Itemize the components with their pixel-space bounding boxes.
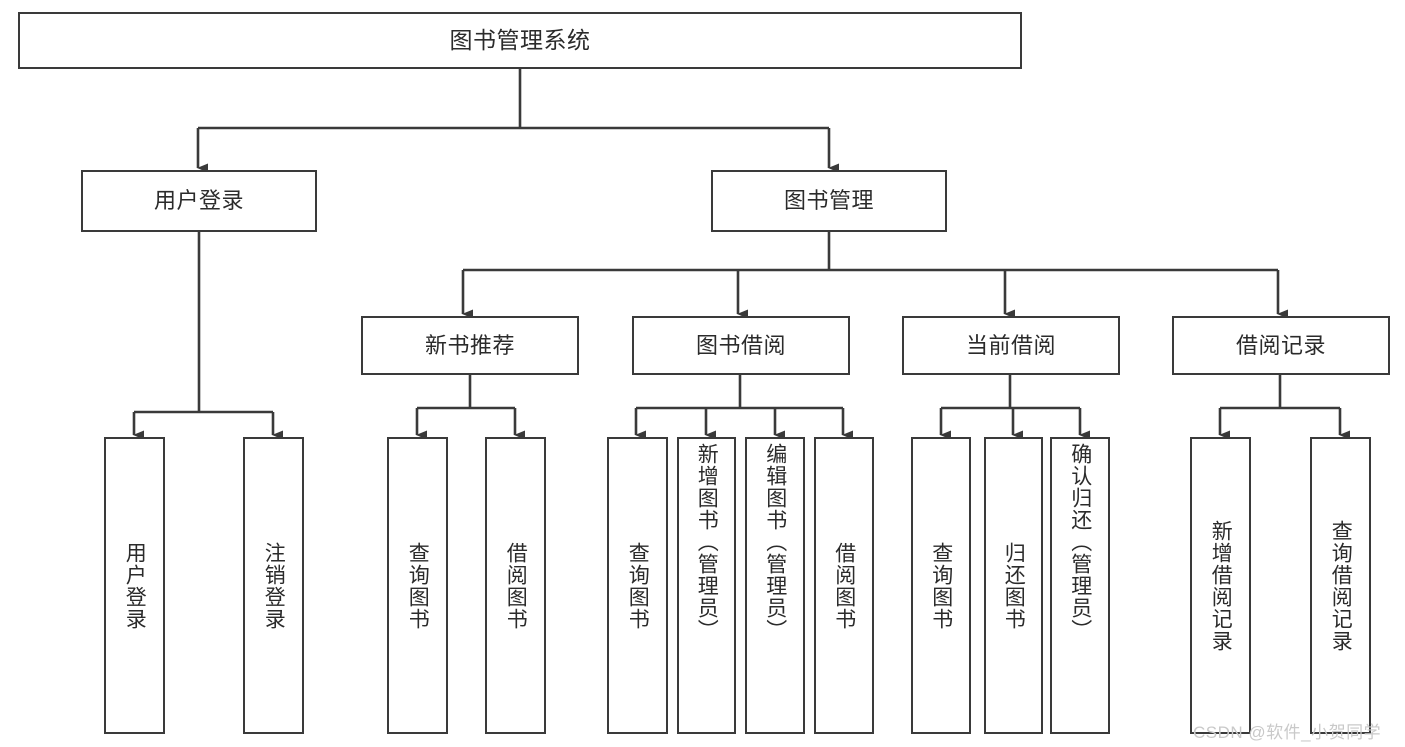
node-label: 借阅图书 bbox=[504, 541, 528, 630]
node-label: 归还图书 bbox=[1002, 541, 1026, 630]
node-label: 图书管理系统 bbox=[449, 27, 591, 53]
node-leaf-8[interactable]: 查询图书 bbox=[911, 437, 971, 734]
node-label: 注销登录 bbox=[262, 541, 286, 630]
node-label: 借阅图书 bbox=[832, 541, 856, 630]
node-leaf-2[interactable]: 查询图书 bbox=[387, 437, 448, 734]
node-level2-0[interactable]: 新书推荐 bbox=[361, 316, 579, 375]
node-label: 当前借阅 bbox=[965, 332, 1056, 358]
node-leaf-4[interactable]: 查询图书 bbox=[607, 437, 668, 734]
node-leaf-0[interactable]: 用户登录 bbox=[104, 437, 165, 734]
node-leaf-6[interactable]: 编辑图书（管理员） bbox=[745, 437, 805, 734]
node-label: 图书借阅 bbox=[695, 332, 786, 358]
node-label: 编辑图书（管理员） bbox=[763, 443, 787, 641]
node-label: 查询图书 bbox=[406, 541, 430, 630]
node-label: 新增借阅记录 bbox=[1209, 519, 1233, 652]
node-label: 借阅记录 bbox=[1235, 332, 1326, 358]
node-label: 查询借阅记录 bbox=[1329, 519, 1353, 652]
node-leaf-1[interactable]: 注销登录 bbox=[243, 437, 304, 734]
node-leaf-7[interactable]: 借阅图书 bbox=[814, 437, 874, 734]
node-leaf-12[interactable]: 查询借阅记录 bbox=[1310, 437, 1371, 734]
node-level2-2[interactable]: 当前借阅 bbox=[902, 316, 1120, 375]
node-label: 查询图书 bbox=[929, 541, 953, 630]
node-level2-1[interactable]: 图书借阅 bbox=[632, 316, 850, 375]
node-label: 用户登录 bbox=[153, 188, 244, 213]
node-leaf-3[interactable]: 借阅图书 bbox=[485, 437, 546, 734]
node-leaf-10[interactable]: 确认归还（管理员） bbox=[1050, 437, 1110, 734]
node-label: 查询图书 bbox=[626, 541, 650, 630]
node-level1-0[interactable]: 用户登录 bbox=[81, 170, 317, 232]
node-leaf-5[interactable]: 新增图书（管理员） bbox=[677, 437, 736, 734]
node-label: 图书管理 bbox=[783, 188, 874, 213]
node-leaf-11[interactable]: 新增借阅记录 bbox=[1190, 437, 1251, 734]
node-level1-1[interactable]: 图书管理 bbox=[711, 170, 947, 232]
node-label: 新书推荐 bbox=[424, 332, 515, 358]
node-root[interactable]: 图书管理系统 bbox=[18, 12, 1022, 69]
node-label: 确认归还（管理员） bbox=[1068, 443, 1092, 641]
node-leaf-9[interactable]: 归还图书 bbox=[984, 437, 1043, 734]
watermark-text: CSDN @软件_小贺同学 bbox=[1193, 723, 1382, 742]
node-label: 用户登录 bbox=[123, 541, 147, 630]
node-level2-3[interactable]: 借阅记录 bbox=[1172, 316, 1390, 375]
node-label: 新增图书（管理员） bbox=[695, 443, 719, 641]
